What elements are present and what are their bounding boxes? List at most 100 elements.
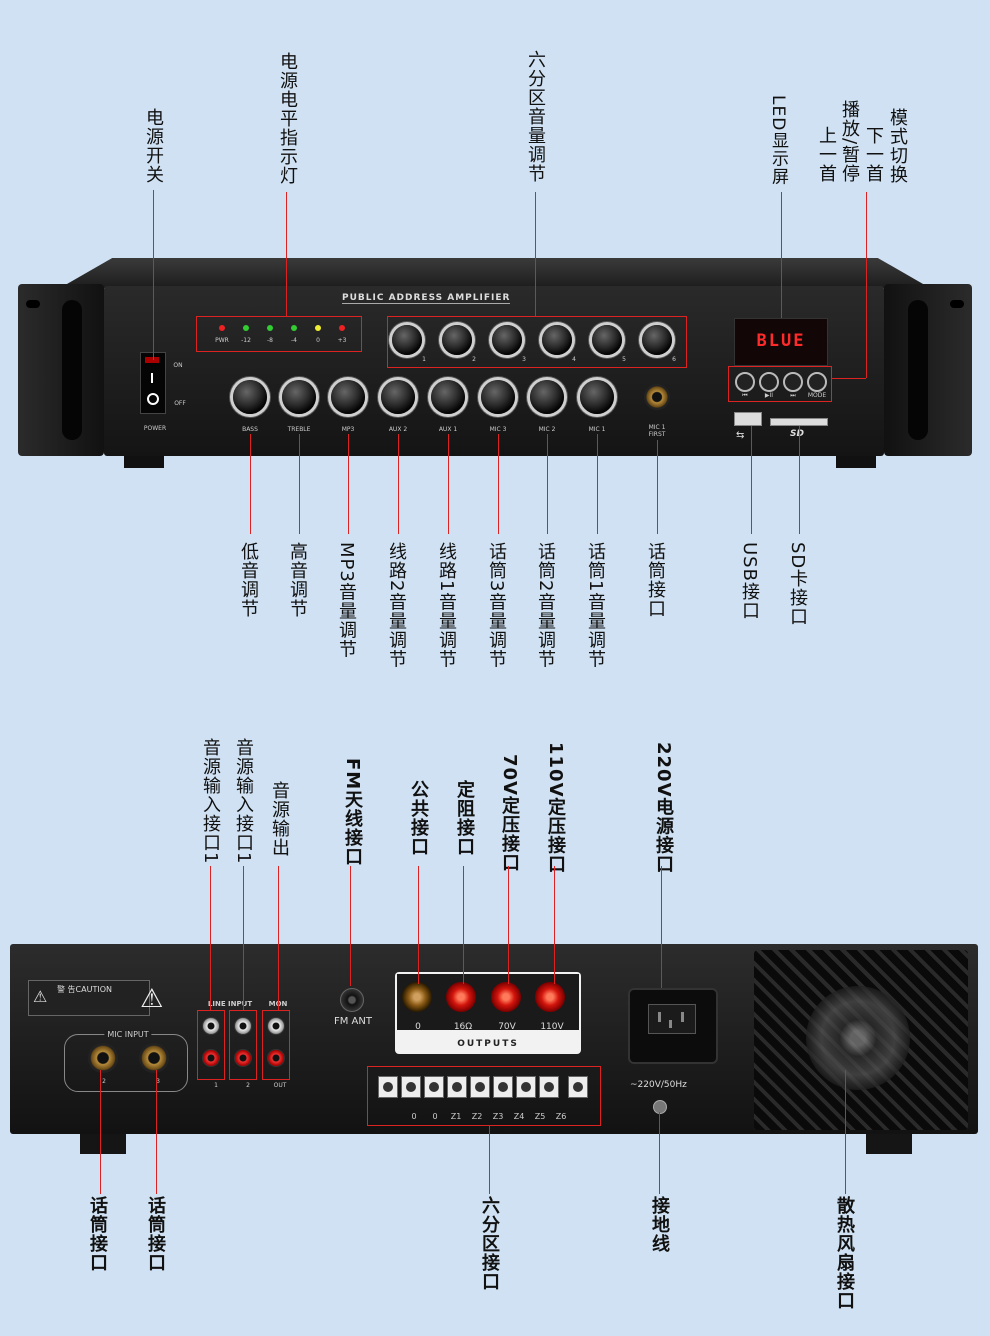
fm-ant-label: FM ANT [334,1016,372,1027]
mode-button[interactable] [807,372,827,392]
rca-number: 2 [246,1082,250,1089]
knob-label: BASS [242,426,258,433]
rca-red-2[interactable] [234,1049,252,1067]
label-ac220: 220V电源接口 [653,742,674,874]
terminal-label: Z6 [555,1112,567,1121]
fm-antenna-connector[interactable] [340,988,364,1012]
zone-knob-5[interactable] [592,325,622,355]
panel-title: PUBLIC ADDRESS AMPLIFIER [342,293,511,304]
led-12 [243,325,249,331]
label-aux1: 线路1音量调节 [436,542,457,669]
sd-slot[interactable] [770,418,828,426]
terminal-label: 0 [411,1112,417,1121]
rca-white-1[interactable] [202,1017,220,1035]
mic-jack-3[interactable] [139,1043,169,1073]
line-input-1-box [197,1010,225,1080]
mic2-knob[interactable] [530,380,564,414]
output-common-post[interactable] [402,982,432,1012]
mic-input-group [64,1034,188,1092]
front-chassis-top [60,258,930,288]
terminal-0b[interactable] [401,1076,421,1098]
foot [836,456,876,468]
zone-number: 2 [472,356,476,363]
terminal-label: Z5 [534,1112,546,1121]
terminal-z2[interactable] [447,1076,467,1098]
mic1-knob[interactable] [580,380,614,414]
play-pause-button[interactable] [759,372,779,392]
knob-label: MIC 2 [538,426,556,433]
label-prev: 上一首 [816,126,837,183]
mp3-knob[interactable] [331,380,365,414]
output-70v-post[interactable] [491,982,521,1012]
power-off-label: OFF [174,400,186,407]
rca-red-out[interactable] [267,1049,285,1067]
zone-knob-2[interactable] [442,325,472,355]
zone-knob-4[interactable] [542,325,572,355]
sd-icon: SD [790,429,804,439]
rca-white-out[interactable] [267,1017,285,1035]
label-110v: 110V定压接口 [545,742,566,874]
leader-line [751,426,752,534]
terminal-end[interactable] [568,1076,588,1098]
next-button[interactable] [783,372,803,392]
output-label: 16Ω [453,1022,473,1032]
leader-line [153,190,154,360]
label-mic-jack: 话筒接口 [645,542,666,618]
terminal-z1[interactable] [424,1076,444,1098]
aux1-knob[interactable] [431,380,465,414]
line-input-2-box [229,1010,257,1080]
label-src-out: 音源输出 [269,781,290,857]
mic-input-label: MIC INPUT [104,1030,152,1039]
handle-left [62,300,82,440]
led-plus3 [339,325,345,331]
fan [806,986,910,1090]
zone-knob-3[interactable] [492,325,522,355]
foot [124,456,164,468]
leader-line [554,866,555,984]
usb-port[interactable] [734,412,762,426]
mic3-knob[interactable] [481,380,515,414]
terminal-label: Z2 [471,1112,483,1121]
leader-line [845,1070,846,1194]
leader-line [210,866,211,1010]
mic-jack-front[interactable] [644,384,670,410]
leader-line [299,434,300,534]
foot [80,1134,126,1154]
bass-knob[interactable] [233,380,267,414]
front-panel [104,286,884,456]
knob-label: AUX 1 [438,426,458,433]
output-label: 0 [415,1022,421,1032]
output-16ohm-post[interactable] [446,982,476,1012]
leader-line [597,434,598,534]
mic-jack-2[interactable] [88,1043,118,1073]
leader-line [100,1070,101,1194]
next-icon: ⏭ [790,392,796,399]
terminal-label: Z3 [492,1112,504,1121]
led-label: -4 [291,337,297,344]
led-8 [267,325,273,331]
terminal-0a[interactable] [378,1076,398,1098]
power-switch[interactable] [140,352,166,414]
terminal-z3[interactable] [470,1076,490,1098]
zone-knob-1[interactable] [392,325,422,355]
label-common: 公共接口 [408,780,429,856]
rca-white-2[interactable] [234,1017,252,1035]
terminal-z6[interactable] [539,1076,559,1098]
treble-knob[interactable] [282,380,316,414]
aux2-knob[interactable] [381,380,415,414]
handle-right [908,300,928,440]
terminal-z4[interactable] [493,1076,513,1098]
zone-knob-6[interactable] [642,325,672,355]
outputs-title: OUTPUTS [457,1039,519,1049]
caution-label: ⚠ 警 告CAUTION [28,980,150,1016]
terminal-z5[interactable] [516,1076,536,1098]
terminal-label: 0 [432,1112,438,1121]
rca-red-1[interactable] [202,1049,220,1067]
led-4 [291,325,297,331]
output-110v-post[interactable] [535,982,565,1012]
prev-button[interactable] [735,372,755,392]
label-src-in-1a: 音源输入接口1 [200,738,221,865]
label-mic1: 话筒1音量调节 [585,542,606,669]
ground-screw[interactable] [653,1100,667,1114]
ac-inlet[interactable] [628,988,718,1064]
